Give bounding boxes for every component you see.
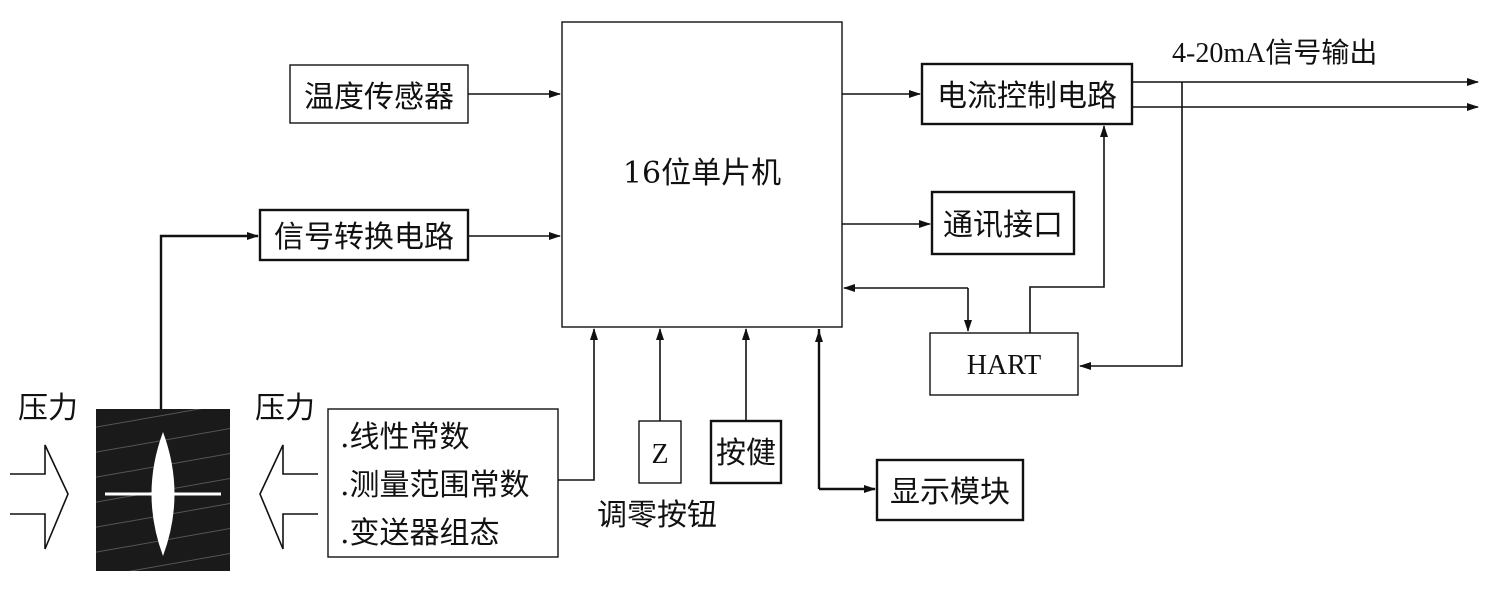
mcu-label: 16位单片机	[623, 156, 781, 191]
temp-sensor-block: 温度传感器	[289, 64, 469, 124]
constant-linear: .线性常数	[340, 420, 470, 455]
hart-block: HART	[929, 332, 1079, 396]
output-label: 4-20mA信号输出	[1172, 37, 1377, 69]
arrow-sensor-to-conv	[159, 232, 259, 409]
current-ctrl-block: 电流控制电路	[920, 62, 1134, 126]
display-label: 显示模块	[890, 475, 1010, 510]
current-ctrl-label: 电流控制电路	[937, 79, 1117, 114]
keys-label: 按健	[716, 436, 776, 471]
zero-key-block: Z	[638, 420, 682, 484]
temp-sensor-label: 温度传感器	[304, 80, 454, 115]
mcu-block: 16位单片机	[561, 21, 843, 328]
constant-range: .测量范围常数	[340, 468, 530, 503]
arrow-hart-to-current	[1029, 125, 1108, 333]
pressure-label-right: 压力	[255, 391, 315, 426]
pressure-sensor	[96, 409, 230, 571]
signal-conv-block: 信号转换电路	[258, 208, 470, 262]
constants-block: .线性常数 .测量范围常数 .变送器组态	[327, 408, 559, 558]
hart-label: HART	[967, 350, 1042, 381]
pressure-arrow-left	[10, 444, 69, 550]
zero-caption: 调零按钮	[597, 498, 717, 533]
arrow-constants-to-mcu	[558, 328, 598, 481]
keys-block: 按健	[709, 419, 783, 485]
sensor-diaphragm	[151, 432, 175, 556]
arrow-loop-to-hart	[1079, 82, 1183, 370]
display-block: 显示模块	[875, 458, 1025, 522]
zero-key-label: Z	[651, 439, 668, 470]
constant-config: .变送器组态	[340, 516, 500, 551]
comm-port-block: 通讯接口	[930, 190, 1076, 256]
signal-conv-label: 信号转换电路	[274, 220, 454, 255]
pressure-label-left: 压力	[18, 391, 78, 426]
comm-port-label: 通讯接口	[943, 208, 1063, 243]
pressure-arrow-right	[259, 444, 318, 550]
